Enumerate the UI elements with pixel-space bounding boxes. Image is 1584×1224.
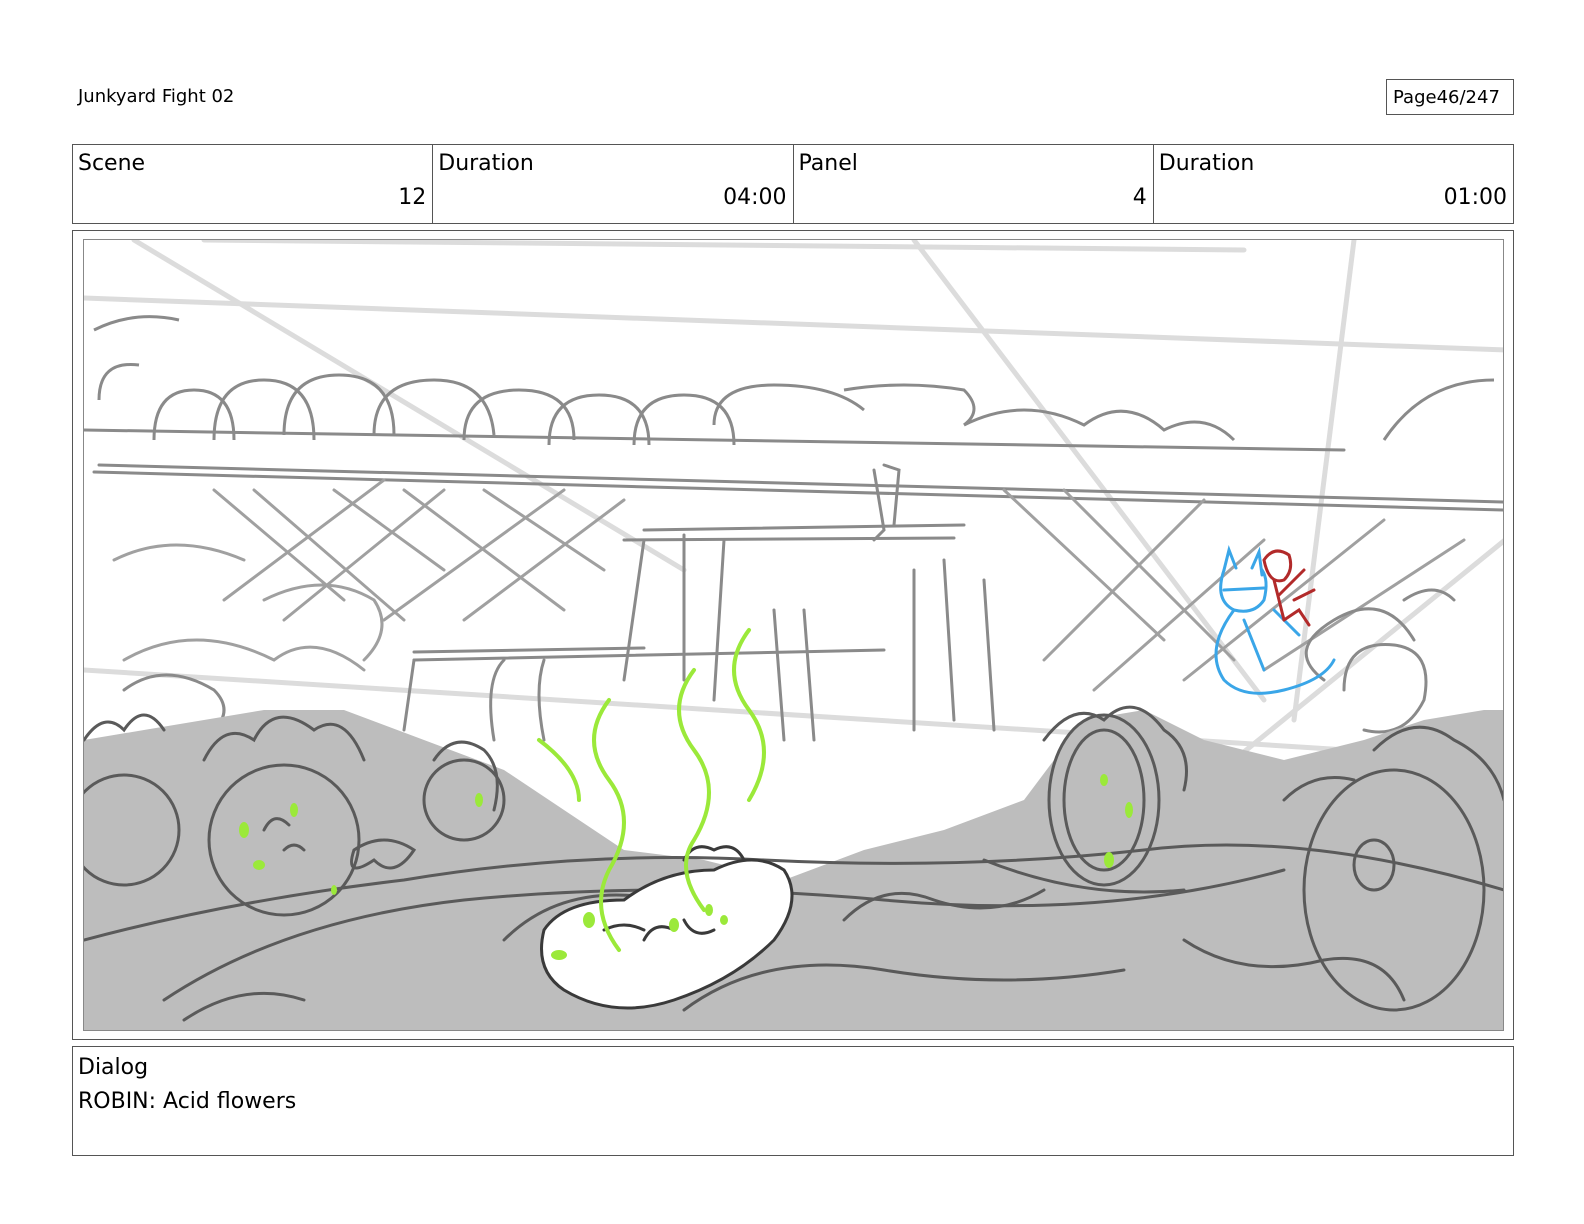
fence-crosshatch <box>112 478 1466 692</box>
structure-lines <box>84 428 1503 662</box>
background-guide-lines <box>84 240 1503 763</box>
panel-duration-label: Duration <box>1158 151 1255 176</box>
scene-duration-cell: Duration 04:00 <box>433 145 794 223</box>
junk-vehicle-shapes <box>122 463 1456 742</box>
dialog-text: ROBIN: Acid flowers <box>78 1089 297 1114</box>
page-indicator: Page 46/247 <box>1386 79 1514 115</box>
acid-flower-heads <box>84 713 1486 1012</box>
scene-duration-label: Duration <box>438 151 534 176</box>
page-label: Page <box>1393 86 1437 108</box>
scene-value: 12 <box>398 185 427 210</box>
scene-cell: Scene 12 <box>73 145 434 223</box>
scene-duration-value: 04:00 <box>723 185 787 210</box>
panel-value: 4 <box>1132 185 1147 210</box>
panel-duration-value: 01:00 <box>1443 185 1507 210</box>
cloud-bumps <box>93 315 1495 446</box>
flower-petals <box>84 705 1503 870</box>
acid-drips <box>239 774 1133 960</box>
panel-label: Panel <box>798 151 858 176</box>
storyboard-panel-frame <box>72 230 1514 1040</box>
dialog-box: Dialog ROBIN: Acid flowers <box>72 1046 1514 1156</box>
panel-duration-cell: Duration 01:00 <box>1154 145 1513 223</box>
info-table: Scene 12 Duration 04:00 Panel 4 Duration… <box>72 144 1514 224</box>
batman-figure <box>1214 545 1336 695</box>
panel-cell: Panel 4 <box>794 145 1154 223</box>
scene-label: Scene <box>78 151 146 176</box>
robin-figure <box>1262 549 1316 627</box>
page-number: 46/247 <box>1436 86 1500 108</box>
dialog-label: Dialog <box>78 1055 149 1080</box>
storyboard-panel-image <box>83 239 1504 1031</box>
sketch-drawing <box>84 240 1503 1030</box>
document-title: Junkyard Fight 02 <box>78 86 235 107</box>
acid-steam <box>537 628 766 952</box>
